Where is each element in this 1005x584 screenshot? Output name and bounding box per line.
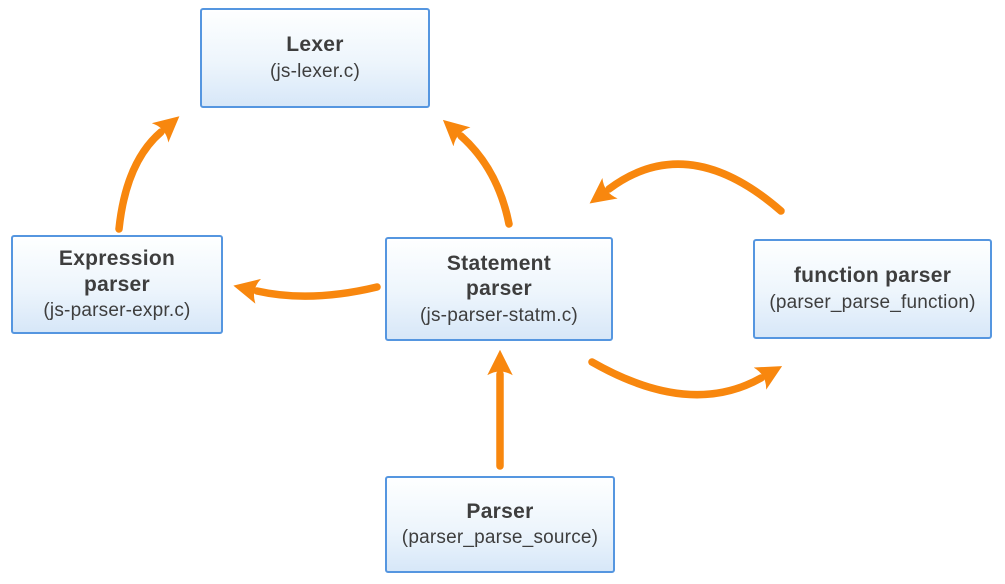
node-function-parser: function parser (parser_parse_function) (753, 239, 992, 339)
node-lexer-title: Lexer (286, 33, 344, 57)
node-lexer: Lexer (js-lexer.c) (200, 8, 430, 108)
arrow-expression-parser-to-lexer (115, 116, 180, 233)
node-function-parser-title: function parser (793, 264, 952, 288)
node-statement-parser: Statement parser (js-parser-statm.c) (385, 237, 613, 341)
node-lexer-subtitle: (js-lexer.c) (269, 60, 360, 82)
arrow-statement-parser-to-function-parser (588, 358, 783, 399)
node-expression-parser: Expression parser (js-parser-expr.c) (11, 235, 223, 334)
node-parser-title: Parser (466, 499, 534, 523)
node-parser-subtitle: (parser_parse_source) (401, 527, 599, 549)
node-parser: Parser (parser_parse_source) (385, 476, 615, 573)
arrow-function-parser-to-statement-parser (589, 160, 785, 215)
node-expression-parser-title: Expression parser (58, 247, 176, 296)
arrow-statement-parser-to-expression-parser (233, 278, 381, 304)
node-function-parser-subtitle: (parser_parse_function) (769, 291, 976, 313)
node-statement-parser-subtitle: (js-parser-statm.c) (420, 304, 578, 326)
node-expression-parser-subtitle: (js-parser-expr.c) (43, 300, 191, 322)
node-statement-parser-title: Statement parser (446, 251, 552, 301)
arrow-statement-parser-to-lexer (442, 119, 513, 228)
